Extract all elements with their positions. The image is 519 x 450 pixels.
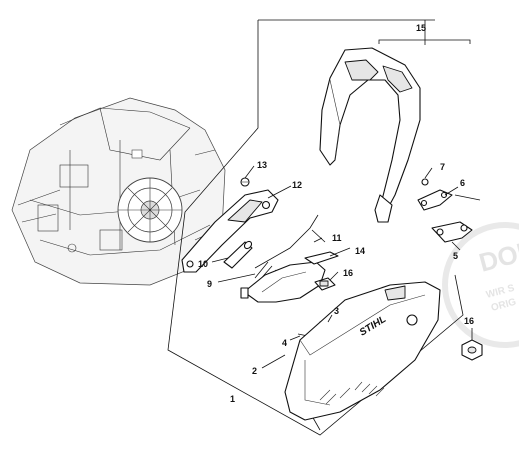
callout-2: 2	[252, 366, 257, 376]
callout-10: 10	[198, 259, 208, 269]
brake-band	[240, 261, 326, 303]
callout-16-upper: 16	[343, 268, 353, 278]
callout-13: 13	[257, 160, 267, 170]
watermark: DOM WIR S ORIG	[442, 222, 519, 348]
nut-part-16-lower	[461, 328, 483, 361]
clip-part-14	[304, 251, 339, 265]
watermark-line1: DOM	[476, 233, 519, 278]
callout-14: 14	[355, 246, 365, 256]
callout-3: 3	[334, 306, 339, 316]
callout-4: 4	[282, 338, 287, 348]
callout-15: 15	[416, 23, 426, 33]
callout-12: 12	[292, 180, 302, 190]
screw-part-13	[240, 177, 250, 187]
callout-16-lower: 16	[464, 316, 474, 326]
bracket-part-5	[431, 221, 473, 251]
callout-labels: 1 2 3 4 5 6 7 9 10 11 12 13 14 15 16 16	[198, 23, 474, 404]
callout-5: 5	[453, 251, 458, 261]
callout-6: 6	[460, 178, 465, 188]
nut-part-16-upper	[314, 277, 336, 291]
engine-housing-illustration	[11, 97, 226, 286]
callout-7: 7	[440, 162, 445, 172]
leader-lines	[211, 165, 459, 369]
lever-part-6-7	[417, 178, 453, 211]
lever-part-12	[181, 189, 279, 273]
callout-11: 11	[332, 233, 342, 243]
hand-guard-part-15	[319, 47, 421, 223]
callout-9: 9	[207, 279, 212, 289]
sleeve-part-10	[223, 240, 253, 269]
spring-part-9-11	[254, 214, 323, 291]
callout-1: 1	[230, 394, 235, 404]
sprocket-cover-part-2: STIHL	[284, 281, 441, 421]
